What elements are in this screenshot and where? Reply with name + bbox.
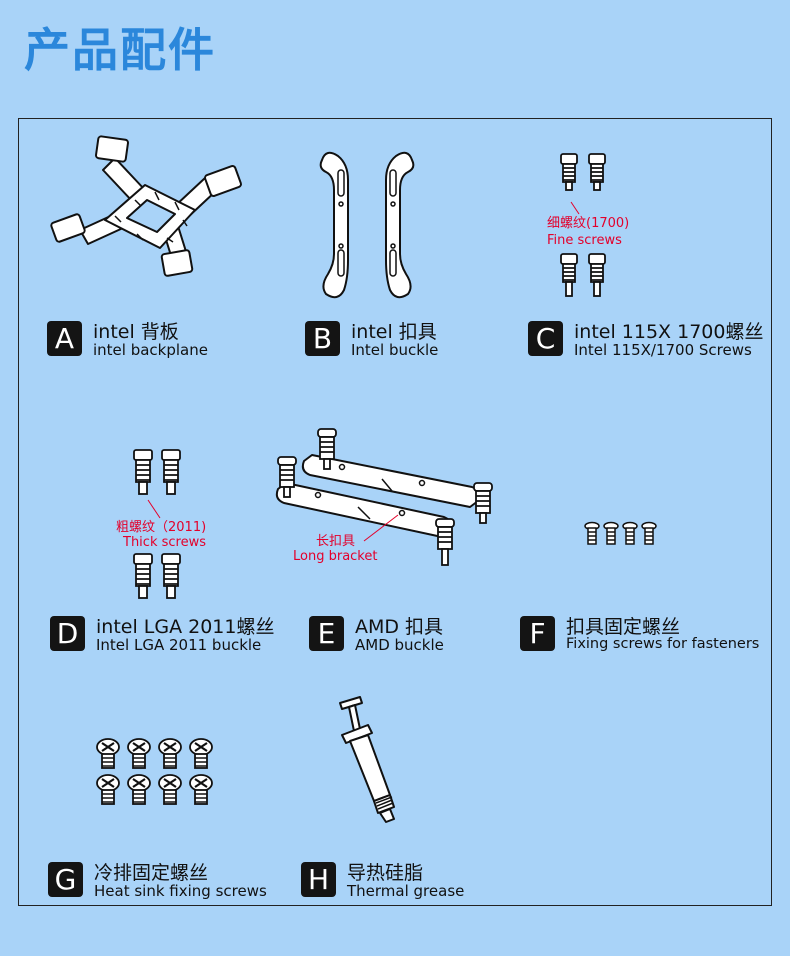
page-title: 产品配件 — [24, 23, 216, 77]
fastener-screws-image — [584, 521, 657, 545]
item-f-title: 扣具固定螺丝 — [566, 616, 681, 638]
item-b-badge: B — [305, 321, 340, 356]
item-a-title: intel 背板 — [93, 321, 179, 343]
item-e-subtitle: AMD buckle — [355, 636, 444, 654]
item-e-badge: E — [309, 616, 344, 651]
thermal-grease-image — [339, 696, 395, 823]
item-h-title: 导热硅脂 — [347, 862, 424, 884]
item-a-subtitle: intel backplane — [93, 341, 208, 359]
intel-buckle-image — [319, 151, 415, 299]
fine-screws-label-en: Fine screws — [547, 233, 622, 248]
item-g-subtitle: Heat sink fixing screws — [94, 882, 267, 900]
item-c-title: intel 115X 1700螺丝 — [574, 321, 764, 343]
item-e-title: AMD 扣具 — [355, 616, 444, 638]
fine-screws-label-zh: 细螺纹(1700) — [547, 216, 630, 231]
heat-sink-screws-image — [95, 737, 214, 806]
item-h-badge: H — [301, 862, 336, 897]
long-bracket-label-en: Long bracket — [293, 549, 378, 564]
item-g-badge: G — [48, 862, 83, 897]
thick-screws-image — [133, 449, 181, 599]
item-f-badge: F — [520, 616, 555, 651]
item-a-badge: A — [47, 321, 82, 356]
item-b-subtitle: Intel buckle — [351, 341, 439, 359]
amd-buckle-image — [275, 428, 493, 566]
item-h-subtitle: Thermal grease — [347, 882, 465, 900]
item-d-title: intel LGA 2011螺丝 — [96, 616, 275, 638]
fine-screws-image — [560, 153, 606, 297]
long-bracket-label-zh: 长扣具 — [316, 534, 356, 549]
item-d-subtitle: Intel LGA 2011 buckle — [96, 636, 262, 654]
intel-backplane-image — [50, 135, 242, 277]
thick-screws-label-zh: 粗螺纹（2011) — [116, 520, 207, 535]
item-f-subtitle: Fixing screws for fasteners — [566, 636, 760, 652]
item-c-subtitle: Intel 115X/1700 Screws — [574, 341, 752, 359]
thick-screws-label-en: Thick screws — [123, 535, 206, 550]
accessories-panel — [18, 118, 772, 906]
item-g-title: 冷排固定螺丝 — [94, 862, 209, 884]
item-c-badge: C — [528, 321, 563, 356]
item-d-badge: D — [50, 616, 85, 651]
item-b-title: intel 扣具 — [351, 321, 437, 343]
